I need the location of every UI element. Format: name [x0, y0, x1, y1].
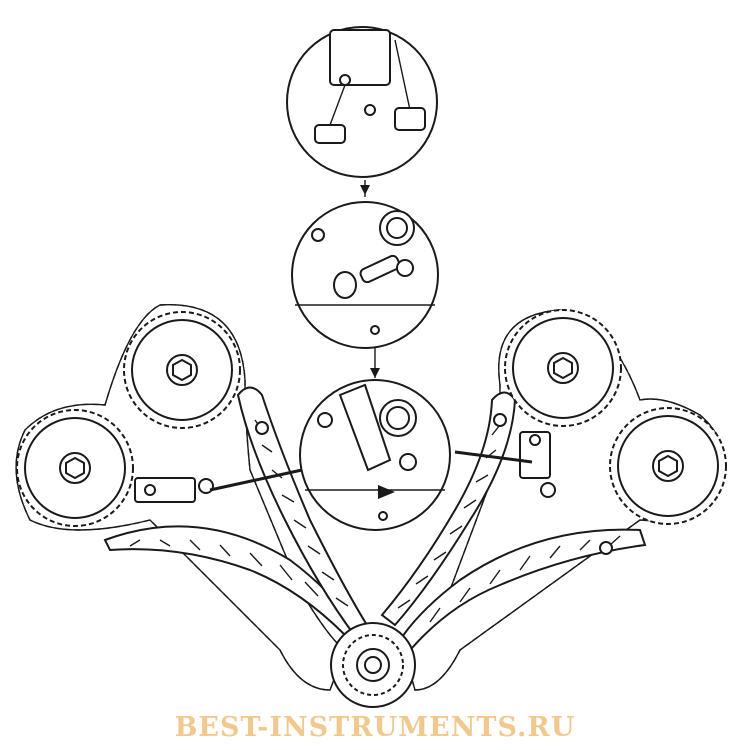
detail-view-bottom — [299, 379, 451, 531]
detail-view-middle — [291, 201, 439, 349]
chain-tensioner-right — [519, 431, 556, 498]
intake-camshaft-sprocket-left — [16, 409, 134, 527]
exhaust-camshaft-sprocket-left — [123, 311, 241, 429]
intake-camshaft-sprocket-right — [609, 407, 727, 525]
watermark: BEST-INSTRUMENTS.RU — [174, 712, 576, 743]
detail-view-top — [286, 26, 438, 178]
crankshaft-sprocket — [330, 622, 416, 708]
chain-tensioner-left — [134, 477, 214, 503]
tensioner-rail-left — [236, 386, 372, 642]
exhaust-camshaft-sprocket-right — [504, 309, 622, 427]
